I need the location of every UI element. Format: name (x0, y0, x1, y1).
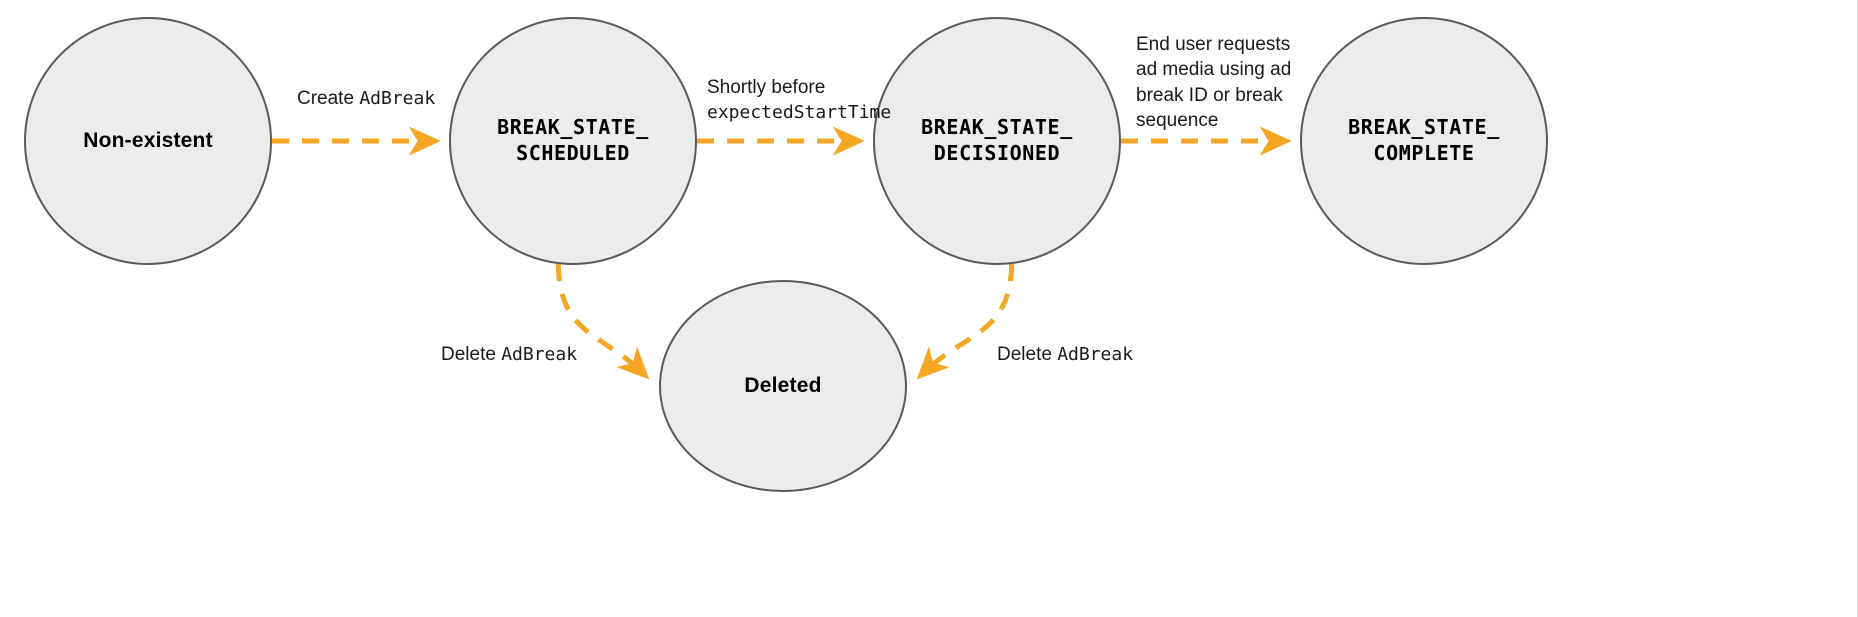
state-node-label: BREAK_STATE_ SCHEDULED (497, 115, 649, 165)
state-node-deleted[interactable]: Deleted (659, 280, 907, 492)
state-node-label: Non-existent (83, 128, 213, 152)
state-node-break-state-scheduled[interactable]: BREAK_STATE_ SCHEDULED (449, 17, 697, 265)
edge-delete-adbreak-from-scheduled (555, 264, 650, 380)
state-node-break-state-complete[interactable]: BREAK_STATE_ COMPLETE (1300, 17, 1548, 265)
state-node-break-state-decisioned[interactable]: BREAK_STATE_ DECISIONED (873, 17, 1121, 265)
edge-delete-adbreak-from-decisioned (916, 264, 1015, 380)
state-node-non-existent[interactable]: Non-existent (24, 17, 272, 265)
state-node-label: BREAK_STATE_ COMPLETE (1348, 115, 1500, 165)
state-node-label: BREAK_STATE_ DECISIONED (921, 115, 1073, 165)
state-node-label: Deleted (744, 373, 822, 397)
